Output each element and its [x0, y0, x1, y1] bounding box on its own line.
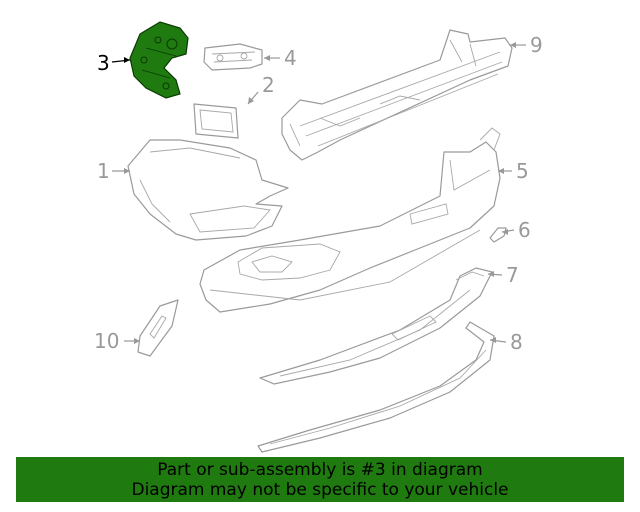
- part-2-trim-frame[interactable]: [193, 103, 239, 139]
- callout-5: 5: [516, 159, 529, 183]
- callout-3: 3: [97, 51, 110, 75]
- callout-8: 8: [510, 330, 523, 354]
- callout-7: 7: [506, 263, 519, 287]
- callout-2: 2: [262, 73, 275, 97]
- callout-10: 10: [94, 329, 119, 353]
- callout-6: 6: [518, 218, 531, 242]
- callout-1: 1: [97, 159, 110, 183]
- part-1-bumper-side-cover[interactable]: [127, 139, 289, 241]
- part-6-clip[interactable]: [489, 227, 507, 243]
- parts-diagram: 1 2 3 4 5 6 7 8 9 10: [94, 21, 543, 453]
- banner-line-2: Diagram may not be specific to your vehi…: [131, 480, 509, 500]
- part-10-reflector[interactable]: [137, 299, 179, 357]
- info-banner: Part or sub-assembly is #3 in diagram Di…: [16, 457, 624, 502]
- part-8-trim-strip[interactable]: [257, 321, 495, 453]
- banner-line-1: Part or sub-assembly is #3 in diagram: [157, 460, 483, 480]
- callout-9: 9: [530, 33, 543, 57]
- part-5-bumper-cover[interactable]: [199, 127, 501, 313]
- part-3-bracket-highlighted[interactable]: [129, 21, 189, 99]
- part-4-bracket[interactable]: [203, 43, 263, 71]
- callout-4: 4: [284, 46, 297, 70]
- part-9-reinforcement-beam[interactable]: [281, 29, 513, 161]
